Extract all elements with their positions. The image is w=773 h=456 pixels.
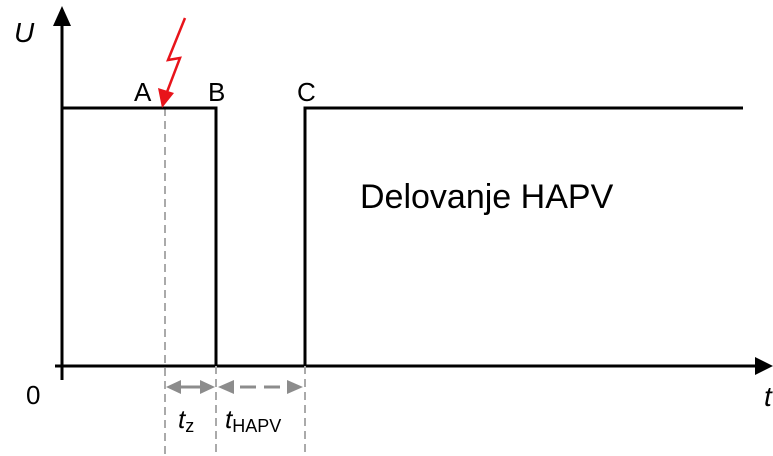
origin-label: 0 bbox=[26, 380, 40, 410]
x-axis-label: t bbox=[764, 381, 773, 412]
hapv-duration-label: tHAPV bbox=[225, 404, 281, 436]
fault-duration-main: t bbox=[178, 404, 187, 434]
point-label-b: B bbox=[208, 77, 225, 107]
hapv-duration-subscript: HAPV bbox=[232, 416, 281, 436]
voltage-pulse-before-fault bbox=[60, 106, 218, 366]
point-label-a: A bbox=[134, 77, 152, 107]
point-label-c: C bbox=[297, 77, 316, 107]
hapv-annotation: Delovanje HAPV bbox=[360, 178, 614, 216]
voltage-after-reclosure bbox=[303, 106, 743, 366]
y-axis-arrowhead bbox=[53, 6, 71, 26]
fault-duration-subscript: z bbox=[185, 416, 194, 436]
x-axis-arrowhead bbox=[755, 357, 773, 375]
y-axis-label: U bbox=[14, 17, 35, 48]
lightning-bolt-icon bbox=[165, 17, 187, 93]
fault-interval-arrow bbox=[166, 380, 215, 394]
fault-duration-label: tz bbox=[178, 404, 194, 436]
hapv-interval-arrow bbox=[218, 380, 303, 394]
hapv-duration-main: t bbox=[225, 404, 234, 434]
lightning-arrowhead bbox=[158, 88, 174, 108]
